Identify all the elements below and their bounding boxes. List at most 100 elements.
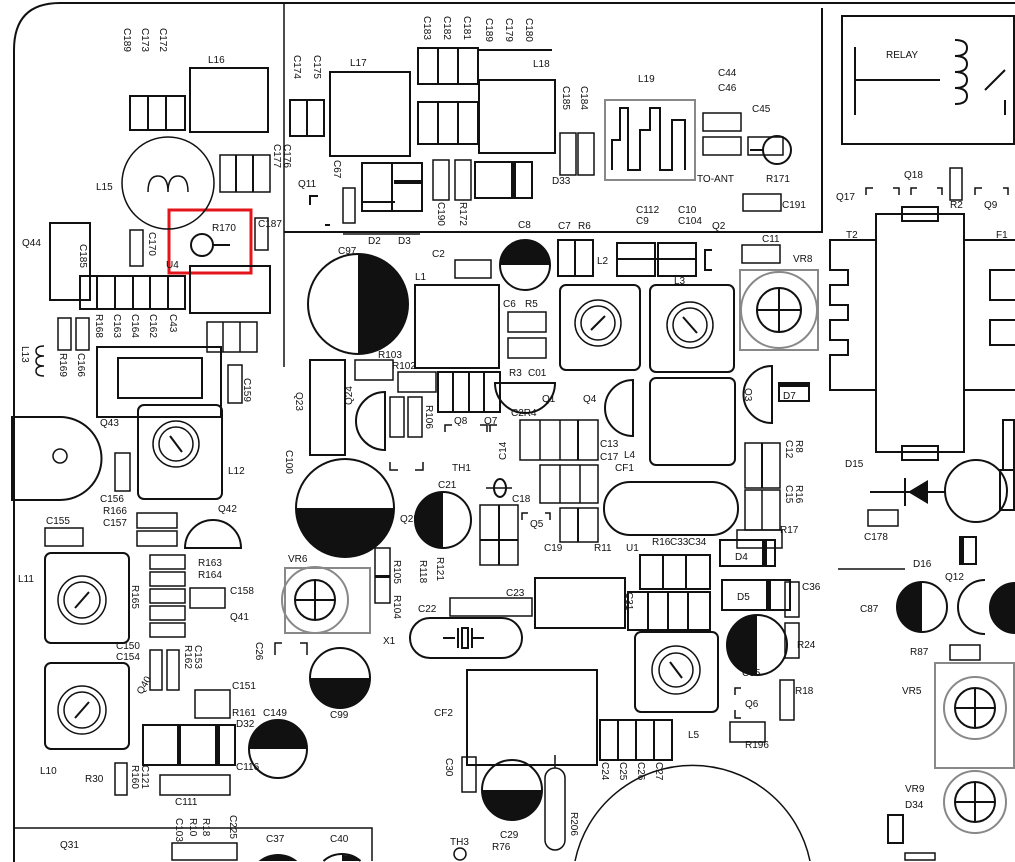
label: Q31 [60, 840, 79, 851]
label: L3 [674, 276, 686, 287]
label: R2 [950, 200, 963, 211]
label: R106 [423, 405, 434, 429]
label: L19 [638, 74, 655, 85]
label: R11 [594, 543, 612, 554]
label: C46 [718, 83, 737, 94]
label: C26 [253, 642, 264, 661]
label: C178 [864, 532, 888, 543]
transistors-q8-q7 [444, 424, 497, 432]
pads-c26-marks [274, 642, 308, 655]
transistor-q43 [96, 346, 222, 418]
transformer-t2 [829, 206, 1015, 461]
label: C15 [783, 485, 794, 504]
label: C99 [330, 710, 349, 721]
label: C159 [241, 378, 252, 402]
rf-section-border [284, 8, 823, 233]
label: C29 [500, 830, 519, 841]
inductor-l17 [329, 71, 411, 157]
inductor-l15 [121, 136, 215, 230]
cap-c45 [747, 136, 784, 156]
inductor-l16 [189, 67, 269, 133]
label: C21 [438, 480, 457, 491]
label: C10 [678, 205, 697, 216]
cap-c36 [784, 581, 800, 618]
cap-c155 [44, 527, 84, 547]
caps-c24-c27 [599, 719, 673, 761]
label: R87 [910, 647, 929, 658]
caps-r166-c157 [136, 512, 178, 547]
label: R165 [129, 585, 140, 609]
label: R171 [766, 174, 790, 185]
label: C190 [435, 202, 446, 226]
trimmer-l12 [137, 404, 223, 500]
label: C191 [782, 200, 806, 211]
parts-c15-r16 [744, 489, 781, 531]
cap-c187 [254, 217, 269, 251]
resistor-r30 [114, 762, 128, 796]
label: C175 [311, 55, 322, 79]
filter-cf1 [603, 481, 739, 536]
label: Q42 [218, 504, 237, 515]
label: R24 [797, 640, 816, 651]
label: C18 [512, 494, 531, 505]
cap-c11 [741, 244, 781, 264]
label: Q1 [542, 394, 556, 405]
label: D16 [913, 559, 932, 570]
resistor-r206 [544, 755, 566, 851]
cap-c149 [248, 719, 308, 779]
label: C33 [670, 537, 689, 548]
cap-c151 [194, 689, 231, 719]
cap-c158 [189, 587, 226, 609]
label: U4 [166, 260, 179, 271]
trimmer-vr6 [281, 566, 371, 634]
transistor-q23 [309, 359, 346, 456]
label: L18 [533, 59, 550, 70]
ic-u1 [534, 577, 626, 629]
label: C116 [236, 762, 260, 773]
parts-c7-r6 [557, 239, 594, 277]
label: D15 [845, 459, 864, 470]
inductor-l13 [35, 345, 45, 377]
label: L1 [415, 272, 427, 283]
label: Q4 [583, 394, 597, 405]
inductor-l18 [478, 79, 556, 154]
transistor-q42 [183, 519, 243, 549]
label: C181 [461, 16, 472, 40]
transistor-q25 [389, 462, 424, 471]
cap-c87 [896, 581, 948, 633]
label: R121 [434, 557, 445, 581]
label: C97 [338, 246, 357, 257]
caps-c177-c176-c171 [219, 154, 271, 193]
label: C31 [623, 592, 634, 611]
label: Q2 [712, 221, 726, 232]
label: R160 [129, 765, 140, 789]
trimmer-vr5 [934, 662, 1015, 769]
label: C12 [783, 440, 794, 459]
cap-group-c60 [206, 321, 258, 353]
cap-c159 [227, 364, 243, 404]
caps-c185-c184 [559, 132, 595, 176]
pad-bottom-right [904, 852, 936, 861]
label: C111 [175, 797, 198, 808]
cap-c170 [129, 229, 144, 267]
trimmer-1 [559, 284, 641, 371]
label: C185 [560, 86, 571, 110]
cap-c31-electrolytic [726, 614, 788, 676]
label: L4 [624, 450, 636, 461]
parts-c190-r172 [432, 159, 472, 201]
relay [841, 15, 1015, 145]
transistor-q44 [49, 222, 91, 301]
label: Q44 [22, 238, 41, 249]
label: C100 [283, 450, 294, 474]
label: R172 [457, 202, 468, 226]
label: C121 [139, 765, 150, 789]
label: Q24 [344, 386, 355, 405]
trimmer-vr9 [943, 770, 1007, 834]
buzzer [11, 416, 103, 501]
transistor-q24 [355, 390, 386, 452]
trimmer-vr8 [739, 269, 819, 351]
label: C103 [173, 818, 184, 842]
label: Q40 [135, 674, 154, 696]
label: U1 [626, 543, 639, 554]
